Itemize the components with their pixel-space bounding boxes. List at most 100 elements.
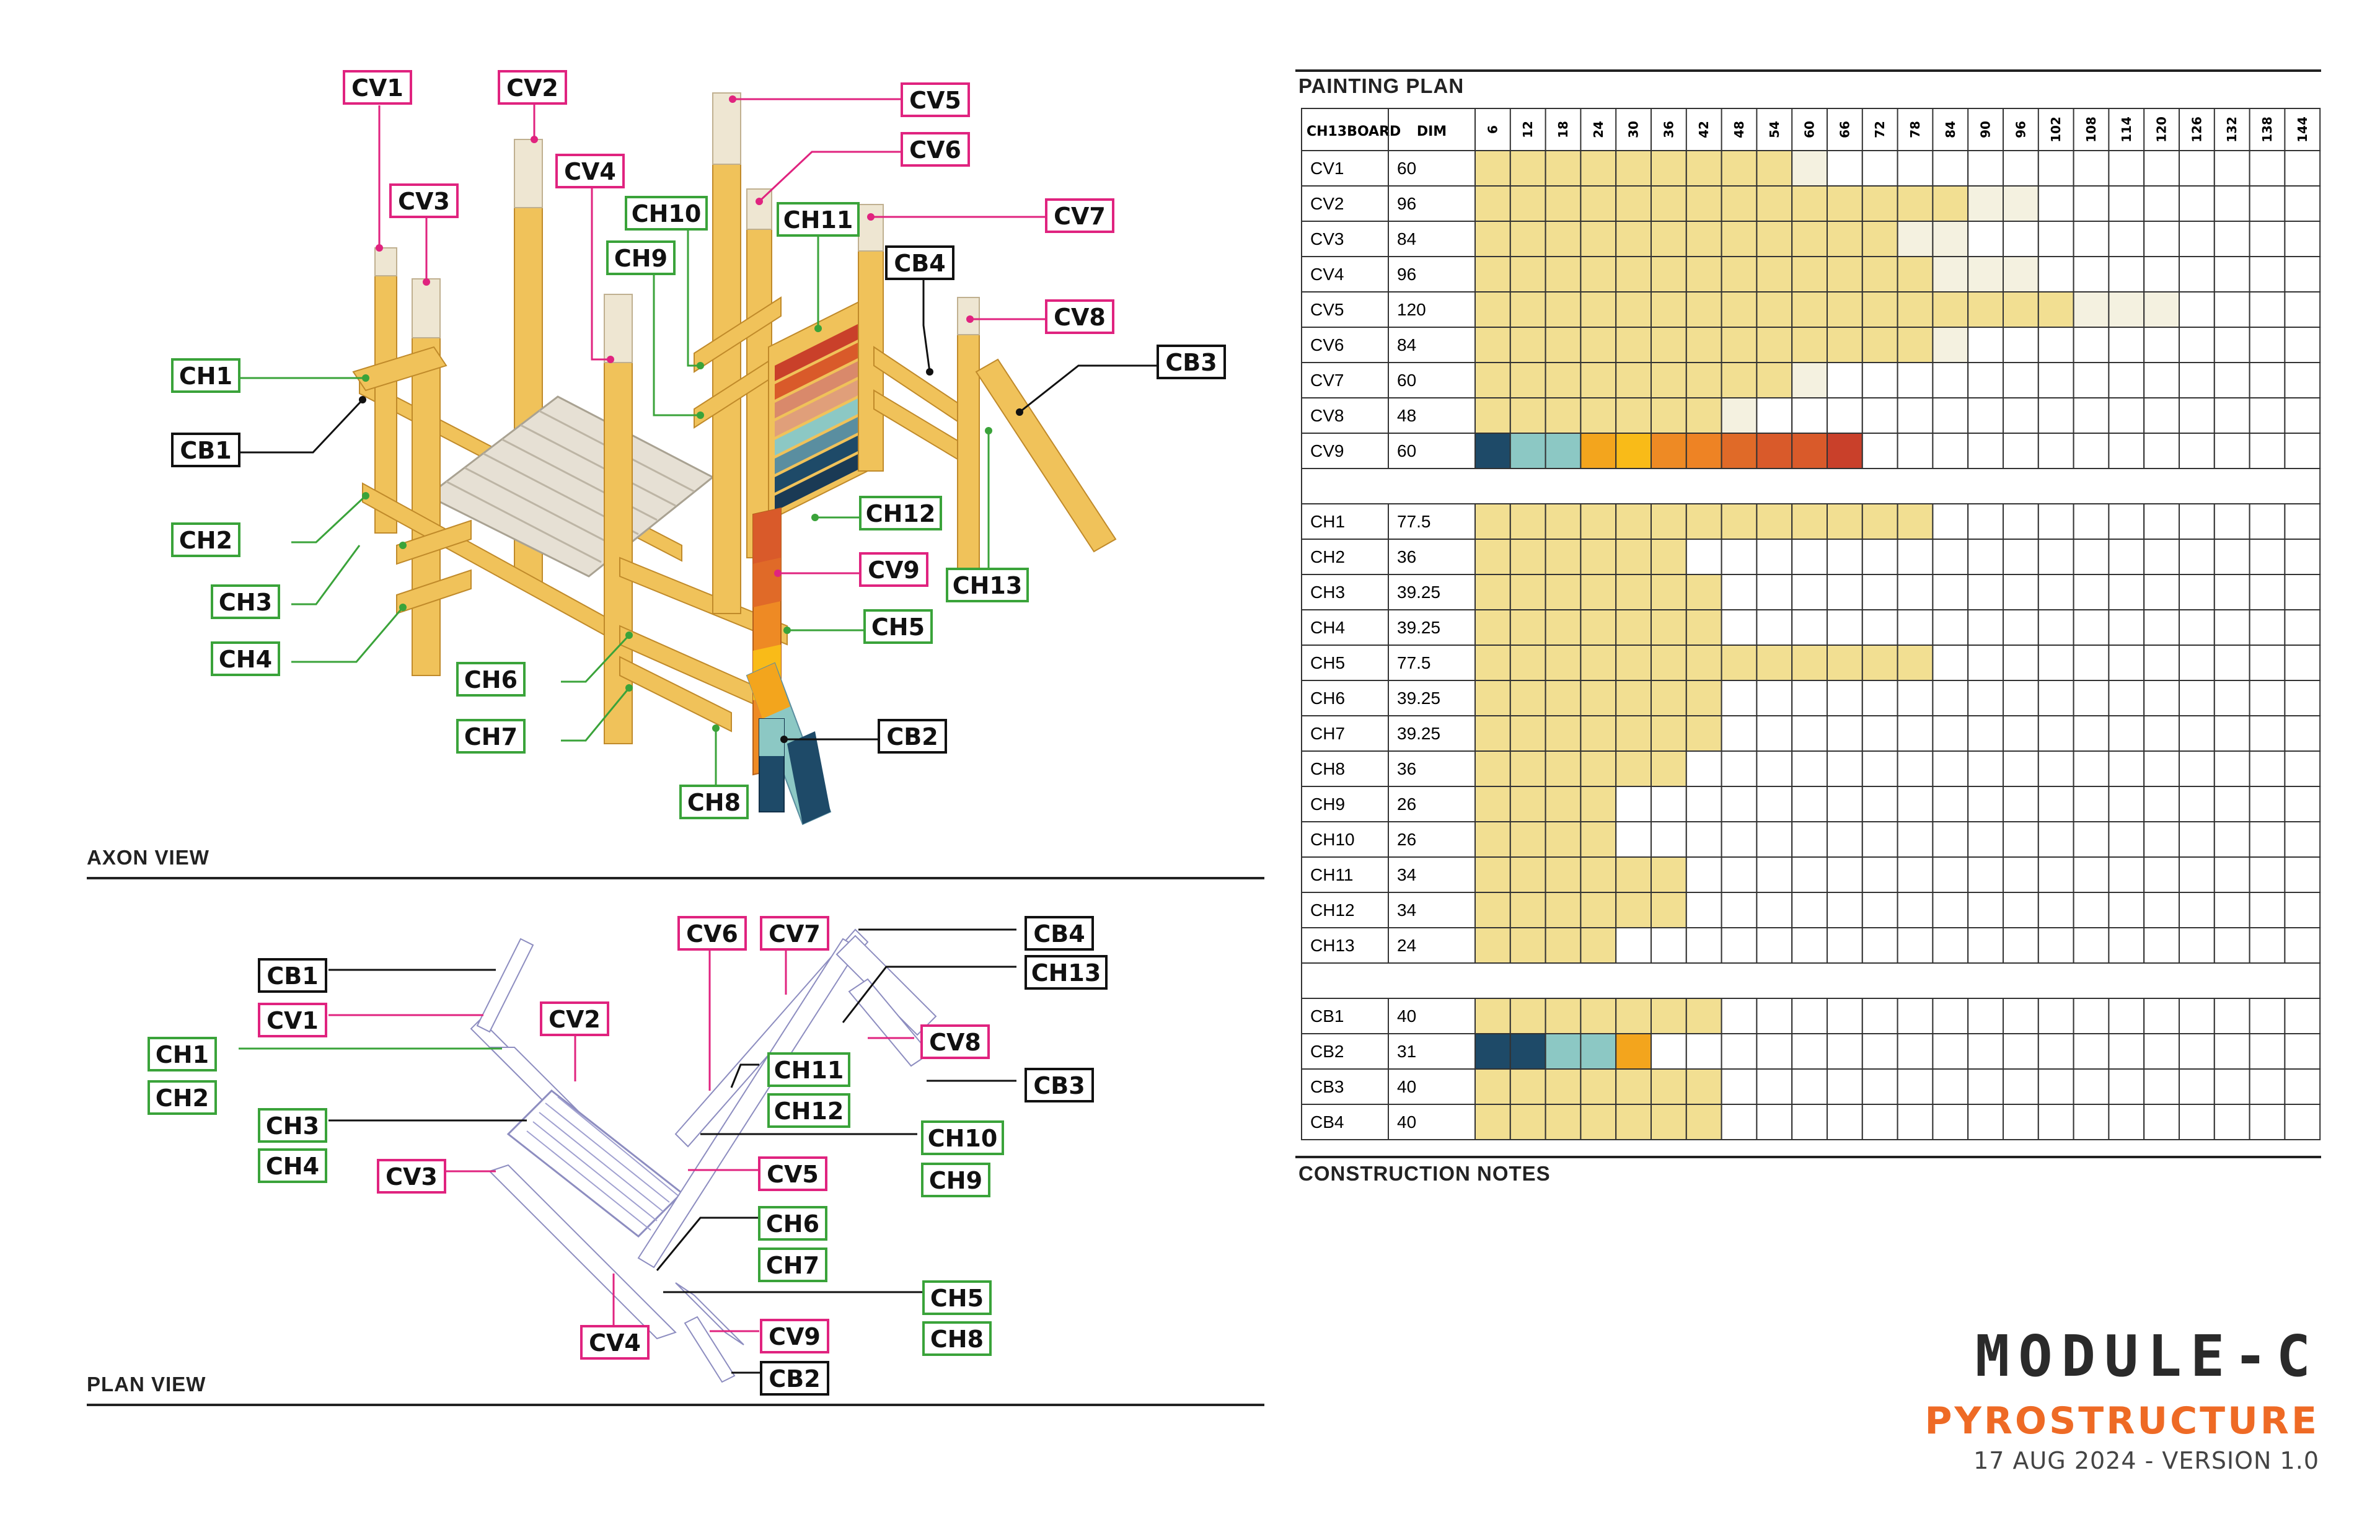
paint-cell [1861,715,1898,752]
paint-cell [1897,750,1934,787]
paint-cell [1967,1104,2004,1140]
axon-label-box-cv1 [343,70,412,105]
axon-label-box-cv2 [498,70,567,105]
paint-cell [1615,1104,1652,1140]
paint-cell [2284,397,2321,434]
paint-cell [1861,221,1898,257]
paint-cell [2143,327,2180,363]
paint-cell [2003,1068,2039,1105]
paint-cell [1651,892,1687,928]
paint-cell [1827,1033,1863,1070]
paint-cell [2179,821,2215,858]
paint-cell [1721,786,1758,822]
paint-cell [1897,892,1934,928]
row-name: CB1 [1310,1006,1344,1026]
axon-leader-dots [359,95,1023,743]
paint-cell [2143,256,2180,293]
paint-cell [2249,150,2286,187]
row-name: CV1 [1310,159,1344,178]
paint-cell [1580,291,1617,328]
paint-cell [1651,256,1687,293]
paint-cell [1861,291,1898,328]
col-header-102: 102 [2048,117,2063,143]
paint-cell [1827,503,1863,540]
col-header-24: 24 [1591,121,1606,138]
paint-cell [2108,503,2145,540]
paint-cell [1474,786,1511,822]
paint-cell [1897,503,1934,540]
paint-cell [1615,433,1652,469]
paint-cell [1827,927,1863,964]
paint-cell [1509,185,1546,222]
paint-cell [1545,1068,1582,1105]
paint-cell [1651,786,1687,822]
paint-cell [1509,645,1546,681]
paint-cell [1685,645,1722,681]
axon-label-text-cv1: CV1 [351,74,403,102]
construction-notes-title: CONSTRUCTION NOTES [1298,1162,1551,1185]
paint-cell [2249,680,2286,716]
paint-cell [1615,609,1652,646]
paint-cell [1932,503,1969,540]
paint-cell [1932,327,1969,363]
plan-label-text-ch11: CH11 [774,1057,844,1084]
axon-label-box-cv6 [901,132,970,167]
paint-cell [1967,397,2004,434]
paint-cell [1651,397,1687,434]
paint-cell [2284,786,2321,822]
paint-cell [1932,856,1969,893]
paint-cell [2073,256,2110,293]
plan-label-box-cv4 [580,1325,650,1360]
paint-cell [1580,362,1617,398]
plan-label-ch10: CH10 [921,1120,1004,1155]
paint-cell [2213,786,2250,822]
paint-cell [1932,750,1969,787]
paint-cell [2179,892,2215,928]
paint-cell [1897,221,1934,257]
paint-cell [2249,327,2286,363]
plan-label-text-ch5: CH5 [930,1285,984,1312]
paint-cell [2108,362,2145,398]
paint-cell [1756,856,1793,893]
paint-cell [1791,645,1828,681]
paint-cell [2213,433,2250,469]
paint-cell [2249,645,2286,681]
plan-label-text-cb1: CB1 [267,962,318,990]
paint-cell [1967,185,2004,222]
col-header-138: 138 [2260,117,2275,143]
paint-cell [1721,609,1758,646]
paint-cell [2213,327,2250,363]
paint-cell [1721,433,1758,469]
axon-label-text-ch4: CH4 [219,646,272,673]
paint-cell [1651,609,1687,646]
paint-cell [1827,433,1863,469]
plan-label-text-cb2: CB2 [769,1365,820,1393]
paint-cell [2143,680,2180,716]
paint-cell [1756,221,1793,257]
col-header-66: 66 [1837,121,1852,138]
plan-label-box-cv2 [540,1001,609,1036]
paint-cell [2037,786,2074,822]
paint-cell [1545,715,1582,752]
row-name: CH8 [1310,759,1345,778]
paint-cell [1791,503,1828,540]
paint-cell [2003,786,2039,822]
plan-label-cv2: CV2 [540,1001,609,1036]
axon-leader-lines [239,98,1162,806]
paint-cell [2073,1068,2110,1105]
paint-cell [2284,256,2321,293]
axon-label-cv1: CV1 [343,70,412,105]
paint-cell [1580,503,1617,540]
painting-plan-title: PAINTING PLAN [1298,74,1465,97]
paint-cell [2284,1068,2321,1105]
row-dim: 77.5 [1397,512,1431,531]
paint-cell [1967,433,2004,469]
paint-cell [2213,1068,2250,1105]
axon-label-ch3: CH3 [211,584,280,619]
paint-cell [2213,750,2250,787]
paint-cell [1474,327,1511,363]
row-name: CV6 [1310,335,1344,354]
